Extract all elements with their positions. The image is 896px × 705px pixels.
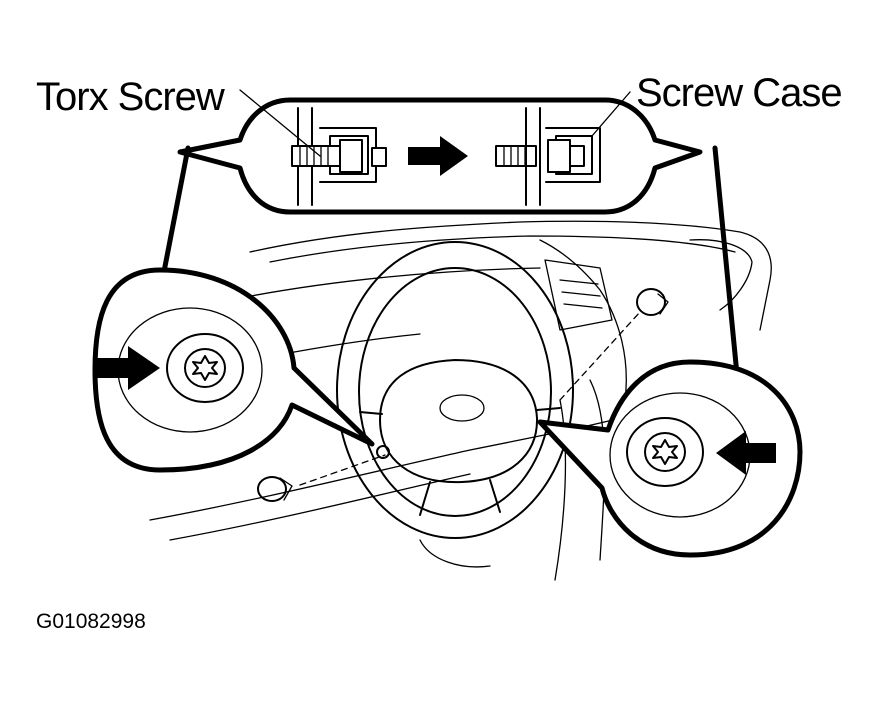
screw-case-right: [545, 127, 601, 183]
steering-wheel-rim-outer: [336, 241, 574, 539]
dashboard-outline: [249, 220, 772, 331]
leader-screw-case: [591, 91, 631, 137]
callout-tail-right: [712, 145, 741, 388]
screw-tip-left: [371, 147, 387, 167]
torx-star-icon: [192, 355, 218, 381]
torx-screw-shaft-left: [291, 145, 341, 167]
dash-knob-right-detail: [657, 293, 669, 315]
arrow-right-icon: [96, 346, 160, 390]
guide-line-right: [559, 311, 641, 401]
center-console: [544, 259, 613, 331]
torx-screw-head-left-inset: [184, 348, 226, 388]
torx-star-icon: [652, 439, 678, 465]
guide-line-left: [299, 454, 386, 486]
label-screw-case: Screw Case: [636, 71, 842, 115]
label-torx-screw: Torx Screw: [36, 75, 225, 119]
dash-knob-left: [257, 476, 287, 502]
steering-wheel-rim-inner: [358, 267, 552, 517]
torx-screw-shaft-right: [495, 145, 537, 167]
torx-screw-head-right: [547, 139, 571, 173]
screw-before-insertion: [291, 107, 387, 206]
steering-emblem: [439, 394, 485, 422]
dash-seam: [229, 267, 541, 301]
dash-knob-right: [636, 288, 666, 316]
dashboard-right-panel: [539, 239, 627, 401]
torx-screw-head-right-inset: [644, 432, 686, 472]
screw-thread-left: [299, 145, 329, 167]
steering-spoke-right: [536, 407, 561, 411]
arrow-left-icon: [716, 431, 776, 475]
screw-nut-right: [569, 145, 585, 167]
inset-left-frame: [92, 267, 375, 473]
steering-hub: [379, 359, 539, 484]
steering-spoke-left: [359, 411, 383, 415]
inset-left-ring: [166, 333, 244, 403]
dash-knob-left-detail: [279, 477, 293, 501]
screw-after-insertion: [495, 107, 601, 206]
leader-torx-screw: [239, 89, 321, 157]
figure-code: G01082998: [36, 610, 146, 633]
inset-right-ring: [626, 417, 704, 487]
steering-spoke-bottom: [419, 479, 501, 516]
screw-thread-right: [503, 145, 526, 167]
screw-hole-left: [376, 445, 390, 459]
inset-circle-left: [92, 267, 375, 473]
dashboard-illustration: [149, 220, 772, 581]
center-vents: [559, 279, 603, 309]
bracket-plate-right: [525, 107, 541, 206]
detail-callout-top: [177, 89, 703, 215]
steering-column: [419, 539, 491, 568]
arrow-right-icon: [408, 136, 468, 176]
dashboard-outline-inner: [269, 235, 736, 263]
inset-right-frame: [537, 359, 803, 558]
right-dash-vent: [689, 239, 753, 311]
inset-circle-right: [537, 359, 803, 558]
torx-screw-head-left: [339, 139, 363, 173]
